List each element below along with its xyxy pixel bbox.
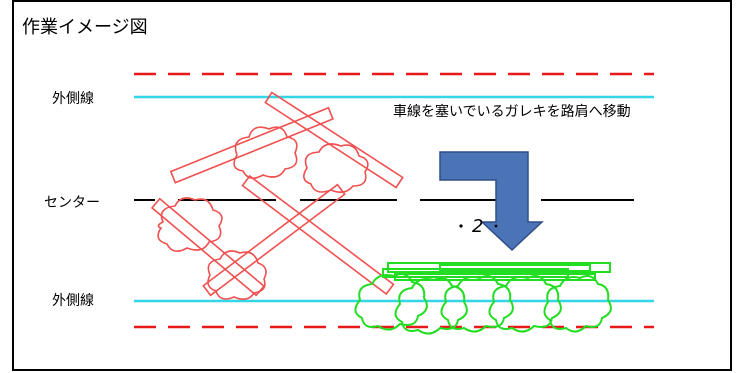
faint-marks: 2: [459, 216, 498, 237]
moved-rubble-cloud: [488, 275, 562, 333]
moved-debris: [354, 262, 612, 335]
outer-line-label-top: 外側線: [52, 91, 94, 107]
diagram-title: 作業イメージ図: [22, 17, 148, 38]
moved-rubble-cloud: [440, 275, 514, 333]
moved-rubble-cloud: [394, 277, 468, 335]
debris-in-lane: [150, 91, 404, 301]
outer-line-label-bottom: 外側線: [52, 293, 94, 309]
debris-rubble-cloud: [303, 143, 369, 194]
diagram-frame: [12, 0, 732, 371]
frame-top: [12, 0, 732, 2]
center-line-label: センター: [44, 195, 100, 211]
svg-text:2: 2: [472, 216, 483, 237]
moved-plank: [439, 264, 591, 272]
debris-rubble-cloud: [157, 197, 223, 252]
debris-rubble-cloud: [207, 250, 267, 301]
moved-rubble-cloud: [354, 273, 428, 331]
moved-rubble-cloud: [543, 275, 612, 333]
debris-plank: [202, 183, 346, 297]
move-arrow: [439, 151, 544, 252]
debris-plank: [241, 174, 395, 296]
debris-plank: [264, 91, 404, 189]
debris-rubble-cloud: [233, 126, 298, 179]
action-note: 車線を塞いでいるガレキを路肩へ移動: [393, 104, 631, 120]
debris-plank: [169, 106, 334, 184]
